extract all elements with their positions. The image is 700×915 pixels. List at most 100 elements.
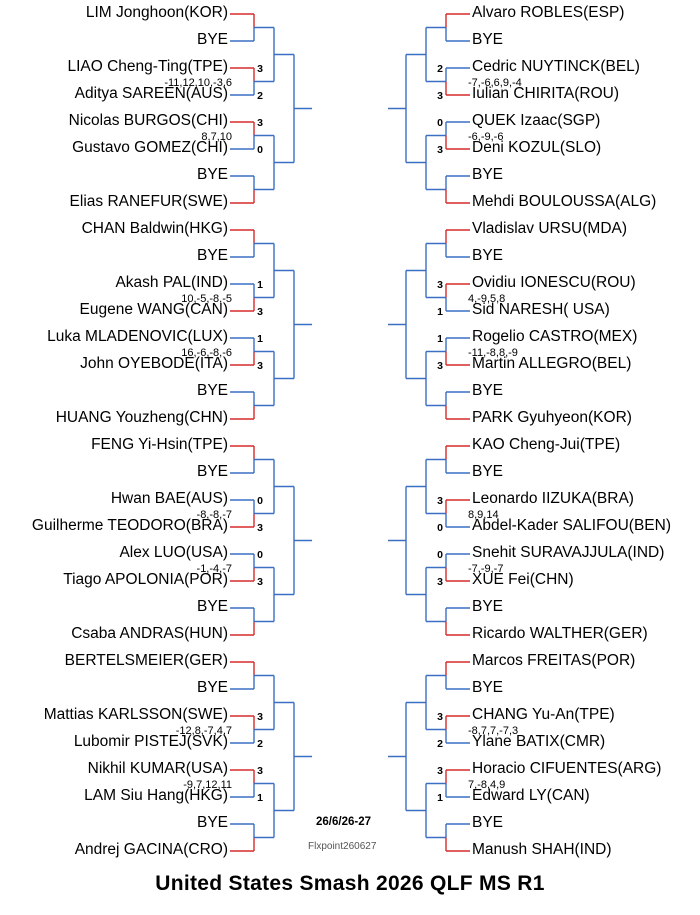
player-name: BYE	[196, 166, 228, 183]
games-won: 0	[257, 144, 263, 156]
player-name: Ovidiu IONESCU(ROU)	[472, 274, 636, 291]
player-name: Horacio CIFUENTES(ARG)	[472, 760, 662, 777]
games-won: 1	[437, 333, 443, 345]
player-name: Gustavo GOMEZ(CHI)	[72, 139, 228, 156]
bracket-title: United States Smash 2026 QLF MS R1	[155, 872, 545, 895]
player-name: BYE	[472, 814, 504, 831]
games-won: 0	[437, 117, 443, 129]
player-name: BYE	[196, 31, 228, 48]
player-name: Mehdi BOULOUSSA(ALG)	[472, 193, 657, 210]
player-name: BYE	[472, 679, 504, 696]
player-name: QUEK Izaac(SGP)	[472, 112, 601, 129]
player-name: BYE	[472, 31, 504, 48]
player-name: Deni KOZUL(SLO)	[472, 139, 602, 156]
player-name: Alex LUO(USA)	[119, 544, 228, 561]
games-won: 0	[257, 495, 263, 507]
player-name: Mattias KARLSSON(SWE)	[43, 706, 228, 723]
player-name: Sid NARESH( USA)	[472, 301, 610, 318]
player-name: BYE	[196, 598, 228, 615]
player-name: BYE	[472, 598, 504, 615]
player-name: LIAO Cheng-Ting(TPE)	[67, 58, 228, 75]
games-won: 1	[437, 306, 443, 318]
match-score: 8,7,10	[201, 130, 232, 143]
player-name: Vladislav URSU(MDA)	[472, 220, 628, 237]
player-name: Eugene WANG(CAN)	[79, 301, 228, 318]
player-name: BYE	[472, 463, 504, 480]
games-won: 3	[257, 522, 263, 534]
player-name: BYE	[196, 463, 228, 480]
games-won: 2	[257, 90, 263, 102]
match-date: 26/6/26-27	[316, 816, 371, 828]
player-name: XUE Fei(CHN)	[472, 571, 574, 588]
games-won: 2	[437, 63, 443, 75]
player-name: BYE	[196, 382, 228, 399]
match-score: -12,8,-7,4,7	[175, 724, 232, 737]
player-name: John OYEBODE(ITA)	[80, 355, 228, 372]
player-name: BYE	[196, 679, 228, 696]
games-won: 0	[437, 549, 443, 561]
match-score: -7,-6,6,9,-4	[468, 76, 522, 89]
player-name: Nikhil KUMAR(USA)	[87, 760, 228, 777]
games-won: 1	[257, 792, 263, 804]
match-score: -8,7,7,-7,3	[468, 724, 519, 737]
games-won: 3	[257, 765, 263, 777]
player-name: Snehit SURAVAJJULA(IND)	[472, 544, 665, 561]
player-name: Csaba ANDRAS(HUN)	[71, 625, 228, 642]
games-won: 0	[257, 549, 263, 561]
games-won: 3	[257, 360, 263, 372]
games-won: 3	[437, 90, 443, 102]
player-name: Tiago APOLONIA(POR)	[63, 571, 228, 588]
match-score: -11,-8,8,-9	[468, 346, 518, 359]
match-score: 8,9,14	[468, 508, 499, 521]
player-name: Marcos FREITAS(POR)	[472, 652, 636, 669]
player-name: Iulian CHIRITA(ROU)	[472, 85, 619, 102]
games-won: 3	[437, 360, 443, 372]
match-score: -7,-9,-7	[468, 562, 504, 575]
games-won: 3	[257, 711, 263, 723]
player-name: Andrej GACINA(CRO)	[74, 841, 228, 858]
player-name: Hwan BAE(AUS)	[110, 490, 228, 507]
player-name: Akash PAL(IND)	[115, 274, 228, 291]
player-name: BERTELSMEIER(GER)	[64, 652, 228, 669]
games-won: 3	[437, 765, 443, 777]
player-name: Lubomir PISTEJ(SVK)	[73, 733, 228, 750]
games-won: 2	[257, 738, 263, 750]
player-name: CHANG Yu-An(TPE)	[472, 706, 615, 723]
games-won: 3	[257, 63, 263, 75]
match-score: -11,12,10,-3,6	[164, 76, 232, 89]
games-won: 1	[257, 279, 263, 291]
match-score: -9,7,12,11	[183, 778, 232, 791]
games-won: 1	[257, 333, 263, 345]
player-name: LAM Siu Hang(HKG)	[84, 787, 228, 804]
games-won: 3	[257, 576, 263, 588]
player-name: Aditya SAREEN(AUS)	[74, 85, 228, 102]
player-name: Ylane BATIX(CMR)	[472, 733, 606, 750]
games-won: 3	[437, 576, 443, 588]
games-won: 3	[257, 117, 263, 129]
games-won: 3	[437, 711, 443, 723]
player-name: BYE	[196, 247, 228, 264]
match-score: 7,-8,4,9	[468, 778, 506, 791]
credit-watermark: Flxpoint260627	[308, 841, 377, 852]
games-won: 3	[437, 279, 443, 291]
player-name: Guilherme TEODORO(BRA)	[31, 517, 228, 534]
player-name: HUANG Youzheng(CHN)	[55, 409, 228, 426]
player-name: LIM Jonghoon(KOR)	[85, 4, 228, 21]
player-name: Luka MLADENOVIC(LUX)	[47, 328, 228, 345]
match-score: -1,-4,-7	[196, 562, 232, 575]
player-name: FENG Yi-Hsin(TPE)	[91, 436, 228, 453]
games-won: 1	[437, 792, 443, 804]
player-name: BYE	[196, 814, 228, 831]
player-name: Alvaro ROBLES(ESP)	[472, 4, 625, 21]
games-won: 3	[257, 306, 263, 318]
games-won: 0	[437, 522, 443, 534]
match-score: -6,-9,-6	[468, 130, 504, 143]
player-name: PARK Gyuhyeon(KOR)	[472, 409, 632, 426]
player-name: Ricardo WALTHER(GER)	[472, 625, 648, 642]
player-name: Manush SHAH(IND)	[472, 841, 612, 858]
match-score: 10,-5,-8,-5	[181, 292, 232, 305]
player-name: Cedric NUYTINCK(BEL)	[472, 58, 640, 75]
player-name: Martin ALLEGRO(BEL)	[472, 355, 632, 372]
